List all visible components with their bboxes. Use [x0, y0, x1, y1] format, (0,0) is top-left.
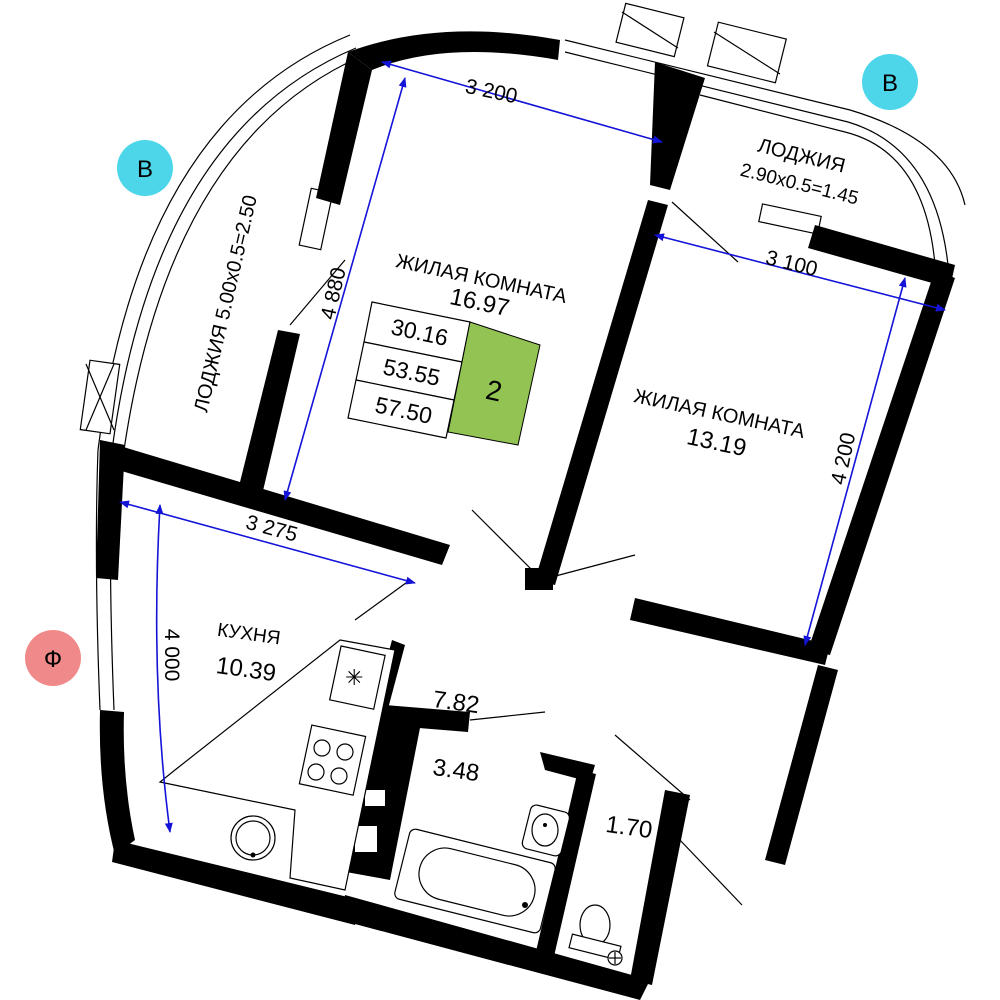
walls: [96, 31, 955, 1000]
loggia-window-top2: [706, 21, 788, 84]
room-name-kitchen: КУХНЯ: [216, 620, 282, 650]
dim-label-kitchen-length: 4 000: [160, 629, 183, 682]
rooms-count-badge: [447, 321, 541, 446]
rooms-count-value: 2: [483, 374, 505, 408]
room-area-wc: 1.70: [604, 811, 654, 844]
stove-icon: [298, 724, 367, 796]
dim-label-living1-width: 3 200: [463, 75, 519, 108]
dim-living2-length: [803, 277, 907, 646]
orientation-marker-right: В: [862, 54, 918, 110]
hood-icon: ✳: [345, 665, 363, 690]
room-area-hall: 7.82: [431, 686, 481, 719]
toilet-icon: [568, 904, 623, 966]
loggia-window-top1: [615, 2, 685, 58]
dim-living1-width: [381, 60, 663, 144]
svg-text:В: В: [882, 70, 898, 97]
dim-label-living1-length: 4 880: [317, 265, 351, 321]
dim-label-living2-length: 4 200: [827, 431, 860, 487]
dim-label-living2-width: 3 100: [763, 246, 820, 281]
loggia-window-left: [79, 359, 121, 435]
washbasin-icon: [521, 804, 571, 857]
orientation-marker-left: В: [117, 140, 173, 196]
loggia-left-railing: [95, 34, 363, 711]
room-area-kitchen: 10.39: [214, 652, 277, 687]
loggia-door-frame: [298, 187, 822, 251]
svg-text:В: В: [137, 156, 153, 183]
room-area-bath: 3.48: [431, 754, 481, 787]
sink-icon: [230, 815, 276, 861]
svg-text:Ф: Ф: [44, 646, 62, 673]
dim-kitchen-length: [155, 504, 173, 833]
dimension-lines: [119, 60, 946, 833]
loggia-left-label: ЛОДЖИЯ 5.00x0.5=2.50: [190, 193, 261, 414]
kitchen-counter: ✳: [158, 639, 396, 891]
orientation-marker-facade: Ф: [25, 630, 81, 686]
bathtub-icon: [394, 828, 556, 934]
dim-living1-length: [283, 77, 407, 501]
area-summary-table: 30.16 53.55 57.50 2: [347, 301, 541, 446]
